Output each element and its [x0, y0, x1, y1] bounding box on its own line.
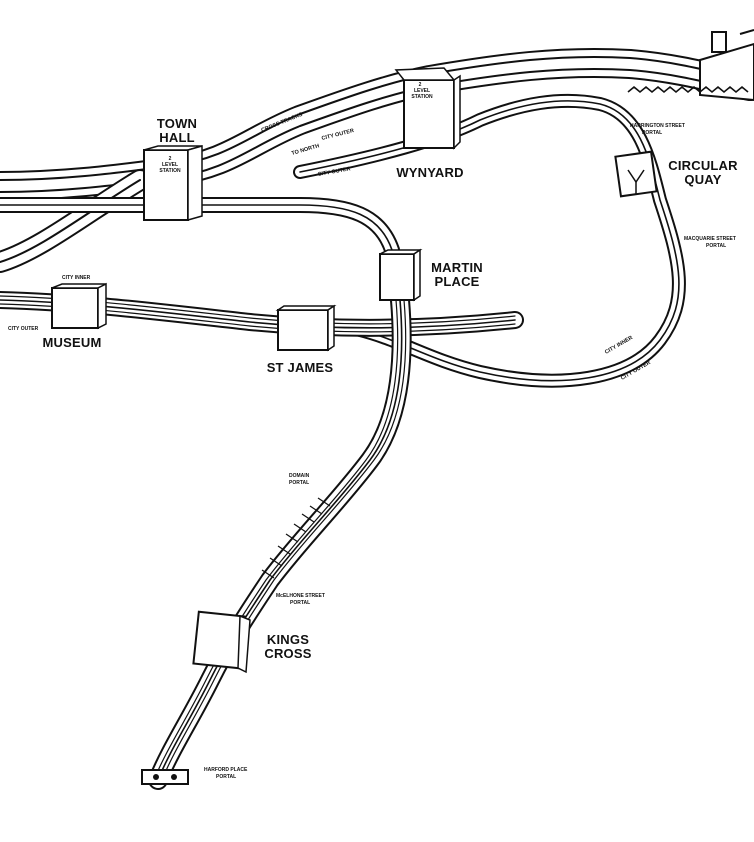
station-town-hall[interactable]: 2 LEVEL STATION: [143, 145, 203, 221]
domain-portal-label-2: PORTAL: [289, 480, 309, 486]
circular-quay-label-line1: CIRCULAR: [668, 158, 738, 173]
town-hall-level-note-1: 2: [169, 156, 172, 162]
town-hall-level-note-2: LEVEL: [162, 162, 178, 168]
station-kings-cross[interactable]: [192, 610, 251, 674]
city-circle-loop: [293, 93, 686, 388]
wynyard-label: WYNYARD: [396, 165, 463, 180]
to-north-label: TO NORTH: [291, 143, 320, 157]
domain-portal-label-1: DOMAIN: [289, 473, 310, 479]
town-hall-level-note-3: STATION: [159, 168, 181, 174]
harrington-portal-label-2: PORTAL: [642, 130, 662, 136]
kings-cross-label-line1: KINGS: [267, 632, 309, 647]
circular-quay-label-line2: QUAY: [684, 172, 721, 187]
wynyard-level-note-2: LEVEL: [414, 88, 430, 94]
kings-cross-label-line2: CROSS: [264, 646, 311, 661]
station-museum[interactable]: [51, 282, 107, 330]
macquarie-portal-label-2: PORTAL: [706, 243, 726, 249]
museum-label: MUSEUM: [43, 335, 102, 350]
mcelhone-portal-label-2: PORTAL: [290, 600, 310, 606]
harbour-bridge-approach: [627, 29, 754, 102]
wynyard-level-note-1: 2: [419, 82, 422, 88]
harford-portal-label-1: HARFORD PLACE: [204, 767, 248, 773]
station-circular-quay[interactable]: [614, 150, 658, 198]
mcelhone-portal-label-1: McELHONE STREET: [276, 593, 325, 599]
domain-cutting-hatching: [261, 497, 331, 579]
wynyard-level-note-3: STATION: [411, 94, 433, 100]
st-james-label: ST JAMES: [267, 360, 334, 375]
harrington-portal-label-1: HARRINGTON STREET: [630, 123, 685, 129]
harford-portal-box: [141, 769, 189, 785]
city-outer-label-west-1: CITY OUTER: [8, 326, 39, 332]
harford-portal-label-2: PORTAL: [216, 774, 236, 780]
macquarie-portal-label-1: MACQUARIE STREET: [684, 236, 736, 242]
martin-place-label-line2: PLACE: [434, 274, 479, 289]
city-outer-label-upper: CITY OUTER: [321, 128, 355, 142]
city-inner-label-east: CITY INNER: [604, 335, 634, 356]
station-wynyard[interactable]: 2 LEVEL STATION: [394, 67, 461, 150]
town-hall-label-line2: HALL: [159, 130, 194, 145]
martin-place-label-line1: MARTIN: [431, 260, 483, 275]
station-st-james[interactable]: [275, 304, 337, 352]
western-branch-tracks: [0, 169, 151, 273]
city-outer-label-lower: CITY OUTER: [317, 166, 351, 178]
town-hall-label-line1: TOWN: [157, 116, 197, 131]
kings-cross-line: [148, 290, 412, 790]
city-inner-label-west: CITY INNER: [62, 275, 91, 281]
station-martin-place[interactable]: [379, 248, 423, 302]
